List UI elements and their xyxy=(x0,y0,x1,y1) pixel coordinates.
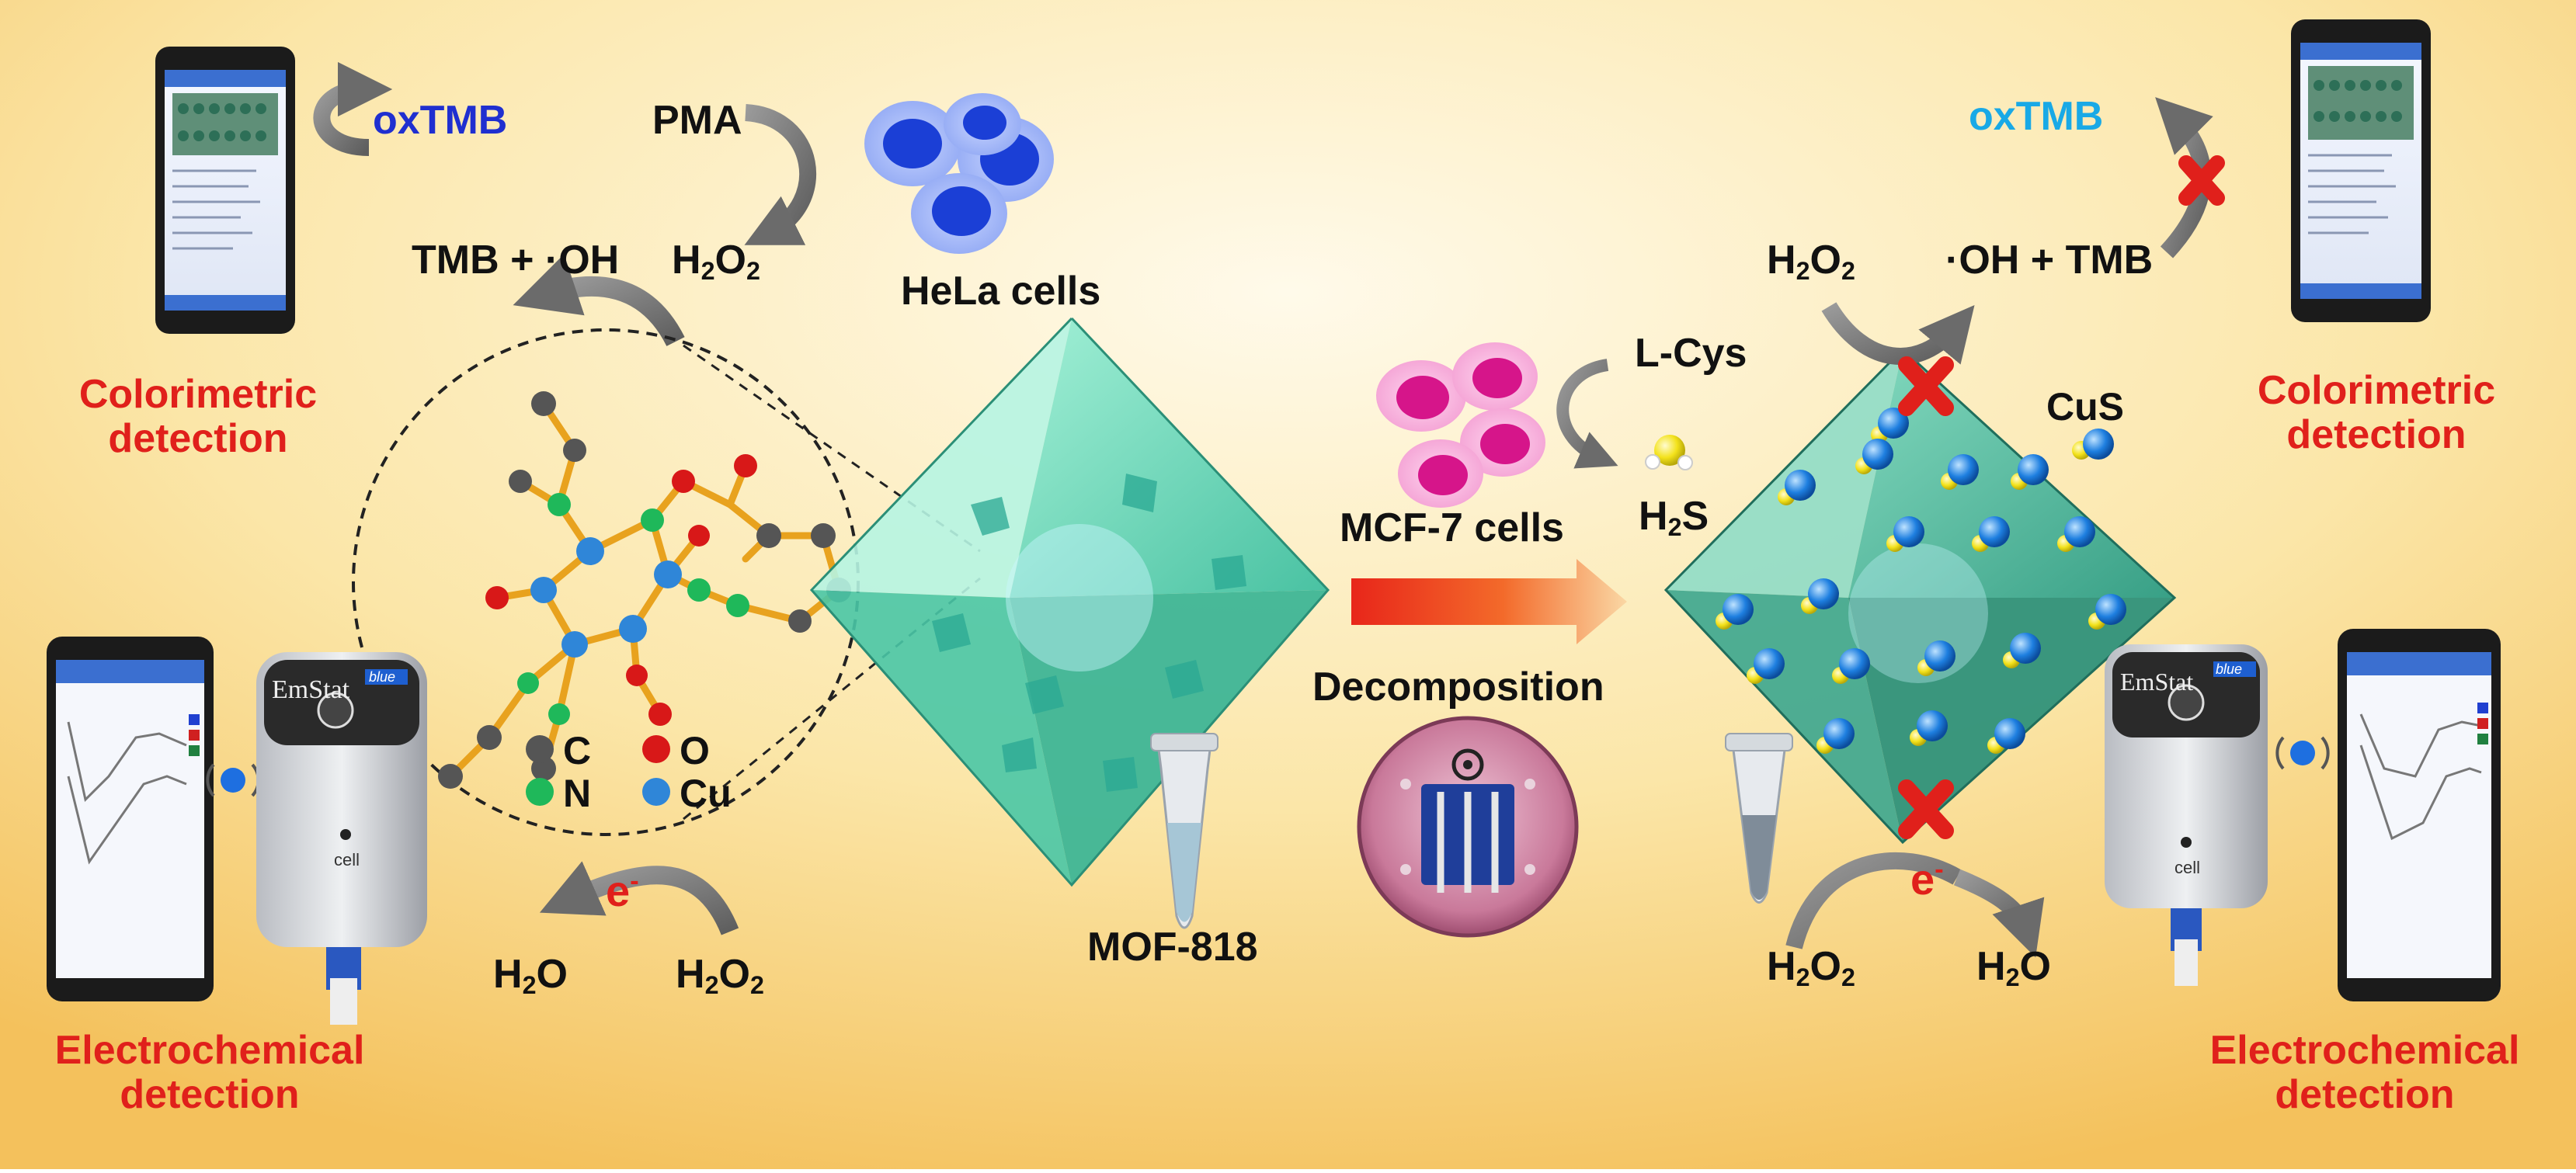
cycle-arrow-left xyxy=(313,61,393,156)
label-hela-cells: HeLa cells xyxy=(901,269,1101,314)
potentiostat-right xyxy=(2105,644,2268,986)
label-pma: PMA xyxy=(652,98,742,143)
mcf7-cells xyxy=(1376,342,1545,508)
label-h2o2-bottom-left: H2O2 xyxy=(676,952,764,1000)
legend-n: N xyxy=(563,772,592,815)
label-electron-right: e- xyxy=(1910,855,1944,904)
potentiostat-brand-right: EmStat xyxy=(2120,668,2194,696)
legend-c: C xyxy=(563,729,592,772)
legend-o-sphere xyxy=(642,735,670,763)
cus-legend-particle xyxy=(2072,429,2114,460)
potentiostat-port-right: cell xyxy=(2174,858,2201,877)
label-h2o-bottom-left: H2O xyxy=(493,952,568,1000)
h2s-molecule xyxy=(1645,435,1693,470)
red-cross-top xyxy=(1898,356,1954,416)
zoom-line-top xyxy=(683,344,981,553)
label-cus: CuS xyxy=(2046,385,2124,429)
label-oh-tmb-right: ·OH + TMB xyxy=(1945,238,2154,283)
red-cross-oxtmb xyxy=(2178,155,2225,206)
potentiostat-port-left: cell xyxy=(334,850,360,869)
cycle-arrow-pma xyxy=(744,104,817,245)
label-decomposition: Decomposition xyxy=(1312,665,1604,710)
label-h2o-bottom-right: H2O xyxy=(1976,944,2051,992)
cus-particles xyxy=(1716,408,2126,754)
decomposition-arrow xyxy=(1351,559,1627,644)
smartphone-bottom-left xyxy=(47,637,214,1001)
octahedron-mof818 xyxy=(809,317,1330,887)
tube-right xyxy=(1725,733,1793,904)
arrow-h2o2-top-right xyxy=(1821,302,1975,365)
label-h2o2-bottom-right: H2O2 xyxy=(1767,944,1855,992)
legend-o: O xyxy=(680,729,710,772)
tube-center xyxy=(1150,733,1218,929)
potentiostat-left xyxy=(256,652,427,1025)
electron-arrow-left xyxy=(539,861,739,935)
molecular-cluster xyxy=(438,391,851,789)
potentiostat-brand-left: EmStat xyxy=(272,675,350,704)
label-tmb-oh-left: TMB + ·OH xyxy=(412,238,620,283)
label-oxtmb-right: oxTMB xyxy=(1969,94,2104,139)
bluetooth-signal-left xyxy=(206,763,260,797)
smartphone-top-left xyxy=(155,47,295,334)
potentiostat-model-left: blue xyxy=(369,669,396,685)
legend-cu: Cu xyxy=(680,772,732,815)
label-mcf7-cells: MCF-7 cells xyxy=(1340,505,1564,550)
label-oxtmb-left: oxTMB xyxy=(373,98,508,143)
potentiostat-model-right: blue xyxy=(2216,661,2243,677)
arrow-electron-right xyxy=(1785,852,1962,949)
red-cross-bottom xyxy=(1898,779,1954,839)
label-h2s: H2S xyxy=(1639,494,1709,542)
arrow-cluster-up xyxy=(513,254,685,347)
smartphone-top-right xyxy=(2291,19,2431,322)
zoom-line-bottom xyxy=(683,577,981,821)
legend-n-sphere xyxy=(526,778,554,806)
legend-cu-sphere xyxy=(642,778,670,806)
bluetooth-signal-right xyxy=(2275,736,2330,770)
arrow-lcys-h2s xyxy=(1556,359,1618,469)
label-l-cys: L-Cys xyxy=(1635,331,1747,376)
label-mof818: MOF-818 xyxy=(1087,925,1258,970)
smartphone-bottom-right xyxy=(2338,629,2501,1001)
legend-c-sphere xyxy=(526,735,554,763)
label-electron-left: e- xyxy=(606,866,639,915)
label-h2o2-top-right: H2O2 xyxy=(1767,238,1855,286)
hela-cells xyxy=(864,93,1054,254)
electrode-dish xyxy=(1357,716,1579,938)
label-h2o2-top-left: H2O2 xyxy=(672,238,760,286)
arrow-to-h2o-right xyxy=(1953,869,2045,958)
